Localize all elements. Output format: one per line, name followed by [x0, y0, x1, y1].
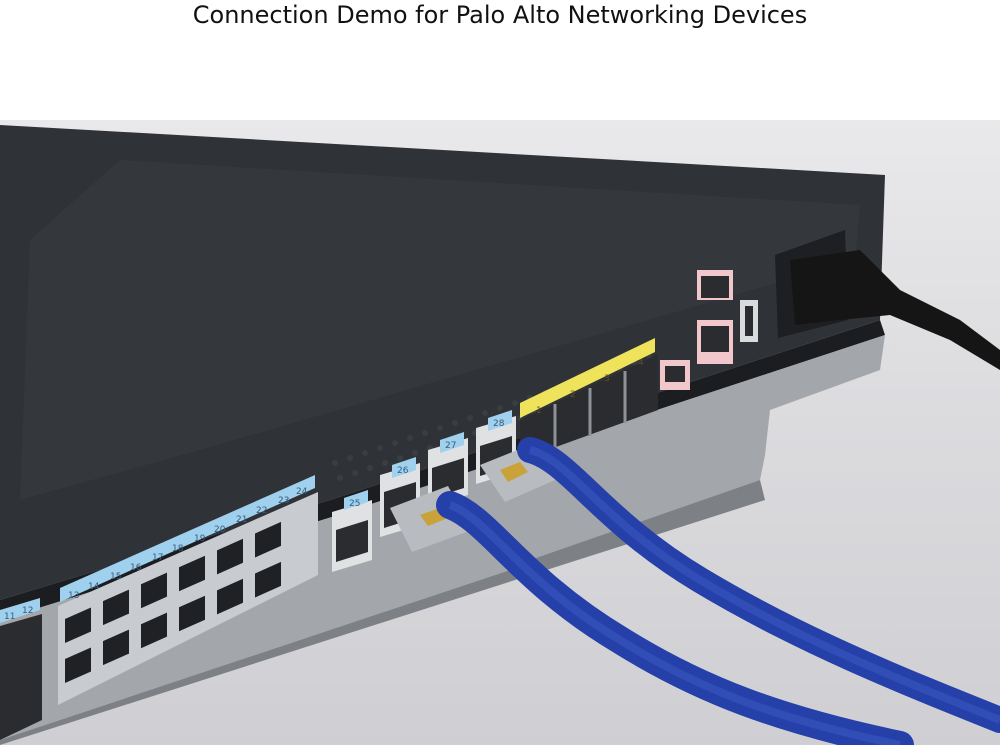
- port-label-11: 11: [4, 612, 15, 622]
- product-photo: 13 14 15 16 17 18 19 20 21 22 23 24 11 1…: [0, 120, 1000, 745]
- port-label-21: 21: [236, 515, 247, 525]
- uplink-label-4: 4: [638, 358, 644, 368]
- uplink-port-dividers: [553, 371, 627, 448]
- port-label-16: 16: [130, 563, 142, 573]
- power-cord: [790, 250, 1000, 370]
- port-label-24: 24: [296, 487, 308, 497]
- page-caption: Connection Demo for Palo Alto Networking…: [192, 1, 808, 29]
- port-label-18: 18: [172, 544, 184, 554]
- blue-patch-cable-lower: [390, 486, 914, 745]
- port-label-12: 12: [22, 606, 33, 616]
- port-label-13: 13: [68, 591, 79, 601]
- port-label-19: 19: [194, 534, 206, 544]
- blue-patch-cable-upper: [480, 437, 1000, 733]
- console-ports: [660, 270, 758, 390]
- switch-illustration: 13 14 15 16 17 18 19 20 21 22 23 24 11 1…: [0, 125, 1000, 745]
- port-label-25: 25: [349, 499, 360, 509]
- rj45-port-block: [58, 492, 318, 705]
- switch-top-sheen: [20, 160, 860, 500]
- uplink-label-1: 1: [536, 406, 542, 416]
- port-label-26: 26: [397, 466, 409, 476]
- sfp-label-tabs: [344, 410, 512, 510]
- uplink-label-strip: [520, 338, 655, 418]
- rj45-port-block-far-left: [0, 614, 42, 740]
- port-label-17: 17: [152, 553, 163, 563]
- port-label-20: 20: [214, 525, 226, 535]
- port-number-labels: 13 14 15 16 17 18 19 20 21 22 23 24 11 1…: [4, 419, 505, 622]
- port-label-strip-far-left: [0, 598, 40, 623]
- uplink-label-3: 3: [604, 374, 610, 384]
- port-label-28: 28: [493, 419, 505, 429]
- port-label-14: 14: [88, 582, 100, 592]
- port-label-23: 23: [278, 496, 289, 506]
- faceplate-lower: [0, 480, 765, 745]
- uplink-label-2: 2: [570, 390, 576, 400]
- port-label-15: 15: [110, 572, 121, 582]
- port-label-strip-left: [60, 475, 315, 602]
- port-label-22: 22: [256, 506, 267, 516]
- port-label-27: 27: [445, 441, 456, 451]
- uplink-number-labels: 1 2 3 4: [536, 358, 644, 416]
